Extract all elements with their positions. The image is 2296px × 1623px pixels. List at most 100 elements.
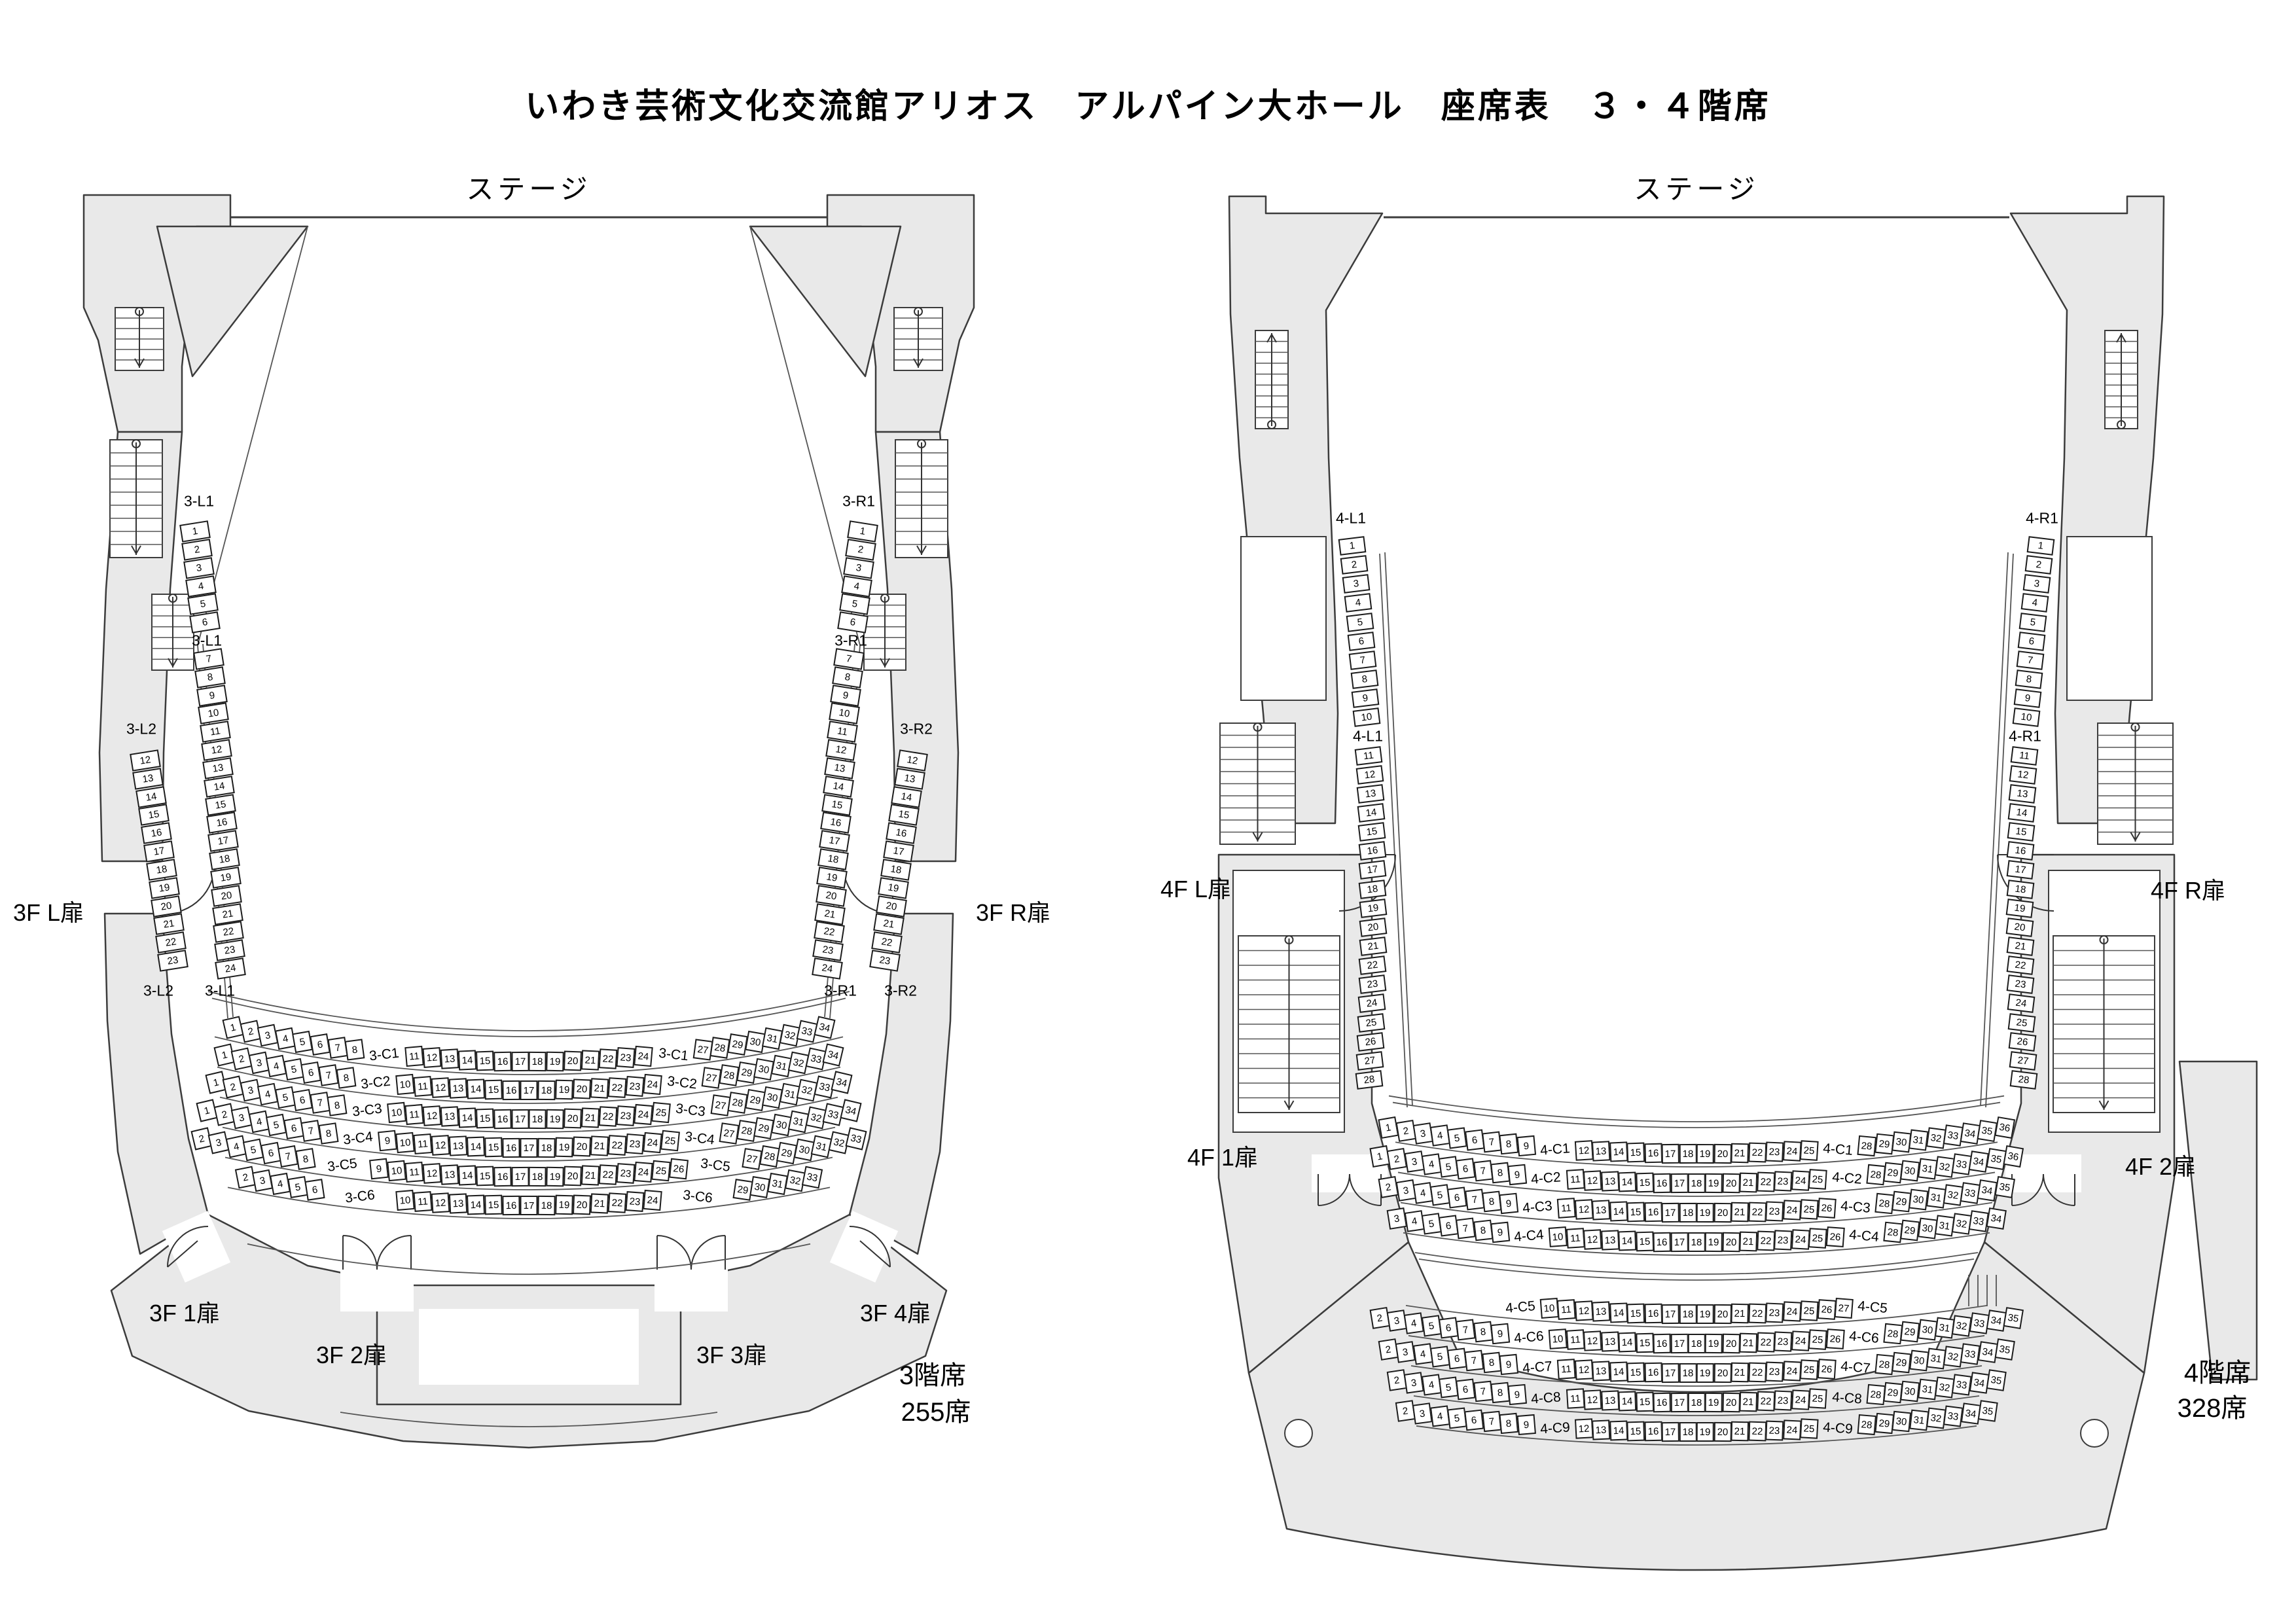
seat: 24 (643, 1189, 662, 1211)
seat: 12 (431, 1192, 450, 1213)
door-label-4f-1: 4F 1扉 (1187, 1144, 1259, 1171)
seat: 28 (1883, 1221, 1903, 1243)
seat: 34 (1977, 1340, 1998, 1363)
seat: 18 (528, 1051, 547, 1072)
seat: 6 (2017, 631, 2046, 651)
seat: 5 (1438, 1156, 1459, 1178)
seat: 10 (395, 1132, 416, 1153)
seat: 26 (1817, 1299, 1836, 1321)
seat: 28 (1874, 1353, 1894, 1375)
seat: 11 (1557, 1299, 1576, 1321)
seat: 3 (1386, 1207, 1407, 1230)
seat: 28 (1857, 1414, 1876, 1436)
seat: 21 (581, 1107, 600, 1128)
seat: 34 (1968, 1150, 1989, 1173)
seat: 32 (1926, 1127, 1946, 1149)
seat: 17 (511, 1051, 529, 1072)
row-label: 4-C5 (1505, 1298, 1536, 1316)
seat: 27 (742, 1148, 762, 1171)
seat: 6 (1447, 1186, 1467, 1209)
seat: 21 (1731, 1421, 1749, 1442)
seat: 11 (1557, 1198, 1576, 1219)
seat: 8 (1473, 1321, 1493, 1343)
seat: 17 (520, 1196, 538, 1215)
seat: 12 (1583, 1330, 1602, 1351)
row-label: 4-C9 (1822, 1419, 1854, 1437)
seat: 11 (404, 1103, 424, 1125)
block-label: 4-L1 (1352, 727, 1383, 745)
stairs-icon (109, 439, 163, 558)
stage-label-4f: ステージ (1634, 173, 1759, 205)
seat: 8 (327, 1094, 348, 1117)
seat: 18 (1687, 1334, 1706, 1353)
seat: 24 (1782, 1141, 1801, 1162)
seat: 9 (2013, 688, 2041, 708)
seat: 11 (1566, 1169, 1585, 1190)
seat: 13 (1356, 783, 1385, 804)
seat: 34 (1969, 1372, 1989, 1394)
seat: 20 (572, 1079, 592, 1099)
seat: 23 (616, 1105, 636, 1126)
block-label: 3-R1 (824, 982, 857, 999)
seat: 13 (1592, 1419, 1611, 1440)
seat: 3 (1412, 1122, 1433, 1145)
seat: 17 (1661, 1304, 1679, 1324)
seat: 27 (719, 1122, 740, 1145)
seat: 4 (257, 1082, 279, 1105)
seat: 29 (1892, 1351, 1911, 1374)
seat: 17 (1661, 1363, 1679, 1383)
seat: 7 (327, 1036, 348, 1059)
seat: 22 (1757, 1332, 1775, 1353)
seat: 33 (1943, 1124, 1964, 1147)
seat: 35 (1986, 1148, 2006, 1170)
seat: 17 (1670, 1173, 1688, 1193)
seat: 9 (1499, 1353, 1518, 1375)
seat: 14 (466, 1136, 486, 1157)
seat: 31 (1926, 1347, 1946, 1370)
hall-3f-walls (82, 194, 975, 1449)
seat: 7 (2016, 650, 2045, 670)
page-title: いわき芸術文化交流館アリオス アルパイン大ホール 座席表 ３・４階席 (525, 88, 1771, 126)
seat: 30 (1909, 1349, 1929, 1372)
seat: 18 (1687, 1393, 1706, 1412)
door-label-4f-2: 4F 2扉 (2125, 1153, 2197, 1180)
seat: 14 (466, 1194, 486, 1215)
seat: 3 (1412, 1402, 1433, 1425)
seat: 17 (1670, 1392, 1688, 1412)
seat: 21 (1359, 936, 1387, 956)
seat: 22 (1757, 1171, 1775, 1192)
seat: 10 (386, 1160, 406, 1181)
stairs-icon (2104, 330, 2138, 429)
seat: 11 (1355, 745, 1383, 766)
seat: 13 (1592, 1301, 1611, 1323)
seat: 24 (2007, 993, 2036, 1014)
seat: 28 (1355, 1070, 1384, 1090)
door-label-3f-3: 3F 3扉 (696, 1342, 768, 1368)
seat: 4 (1412, 1181, 1433, 1204)
seat: 19 (1696, 1143, 1714, 1164)
seat: 25 (2007, 1012, 2036, 1033)
seat: 9 (378, 1130, 398, 1152)
capacity-label-4f: 328席 (2177, 1394, 2248, 1423)
seat: 22 (1748, 1362, 1767, 1382)
seat: 16 (1653, 1333, 1671, 1353)
seat: 28 (2009, 1070, 2038, 1090)
seat: 7 (1348, 650, 1377, 670)
seat: 14 (1609, 1420, 1628, 1441)
row-label: 4-C5 (1857, 1298, 1888, 1316)
seat: 13 (1600, 1390, 1619, 1411)
seat: 24 (1791, 1169, 1810, 1191)
seat: 19 (1696, 1202, 1714, 1223)
seat: 31 (1917, 1158, 1937, 1180)
seat: 5 (1421, 1315, 1441, 1337)
seat: 32 (1943, 1184, 1964, 1206)
seat: 19 (1696, 1421, 1714, 1442)
seat: 29 (1892, 1190, 1911, 1213)
seat: 29 (1883, 1382, 1903, 1404)
seat: 17 (520, 1080, 538, 1100)
seat: 11 (413, 1075, 433, 1097)
seat: 19 (555, 1079, 573, 1100)
seat: 8 (1473, 1219, 1493, 1241)
seat: 5 (1421, 1213, 1441, 1235)
